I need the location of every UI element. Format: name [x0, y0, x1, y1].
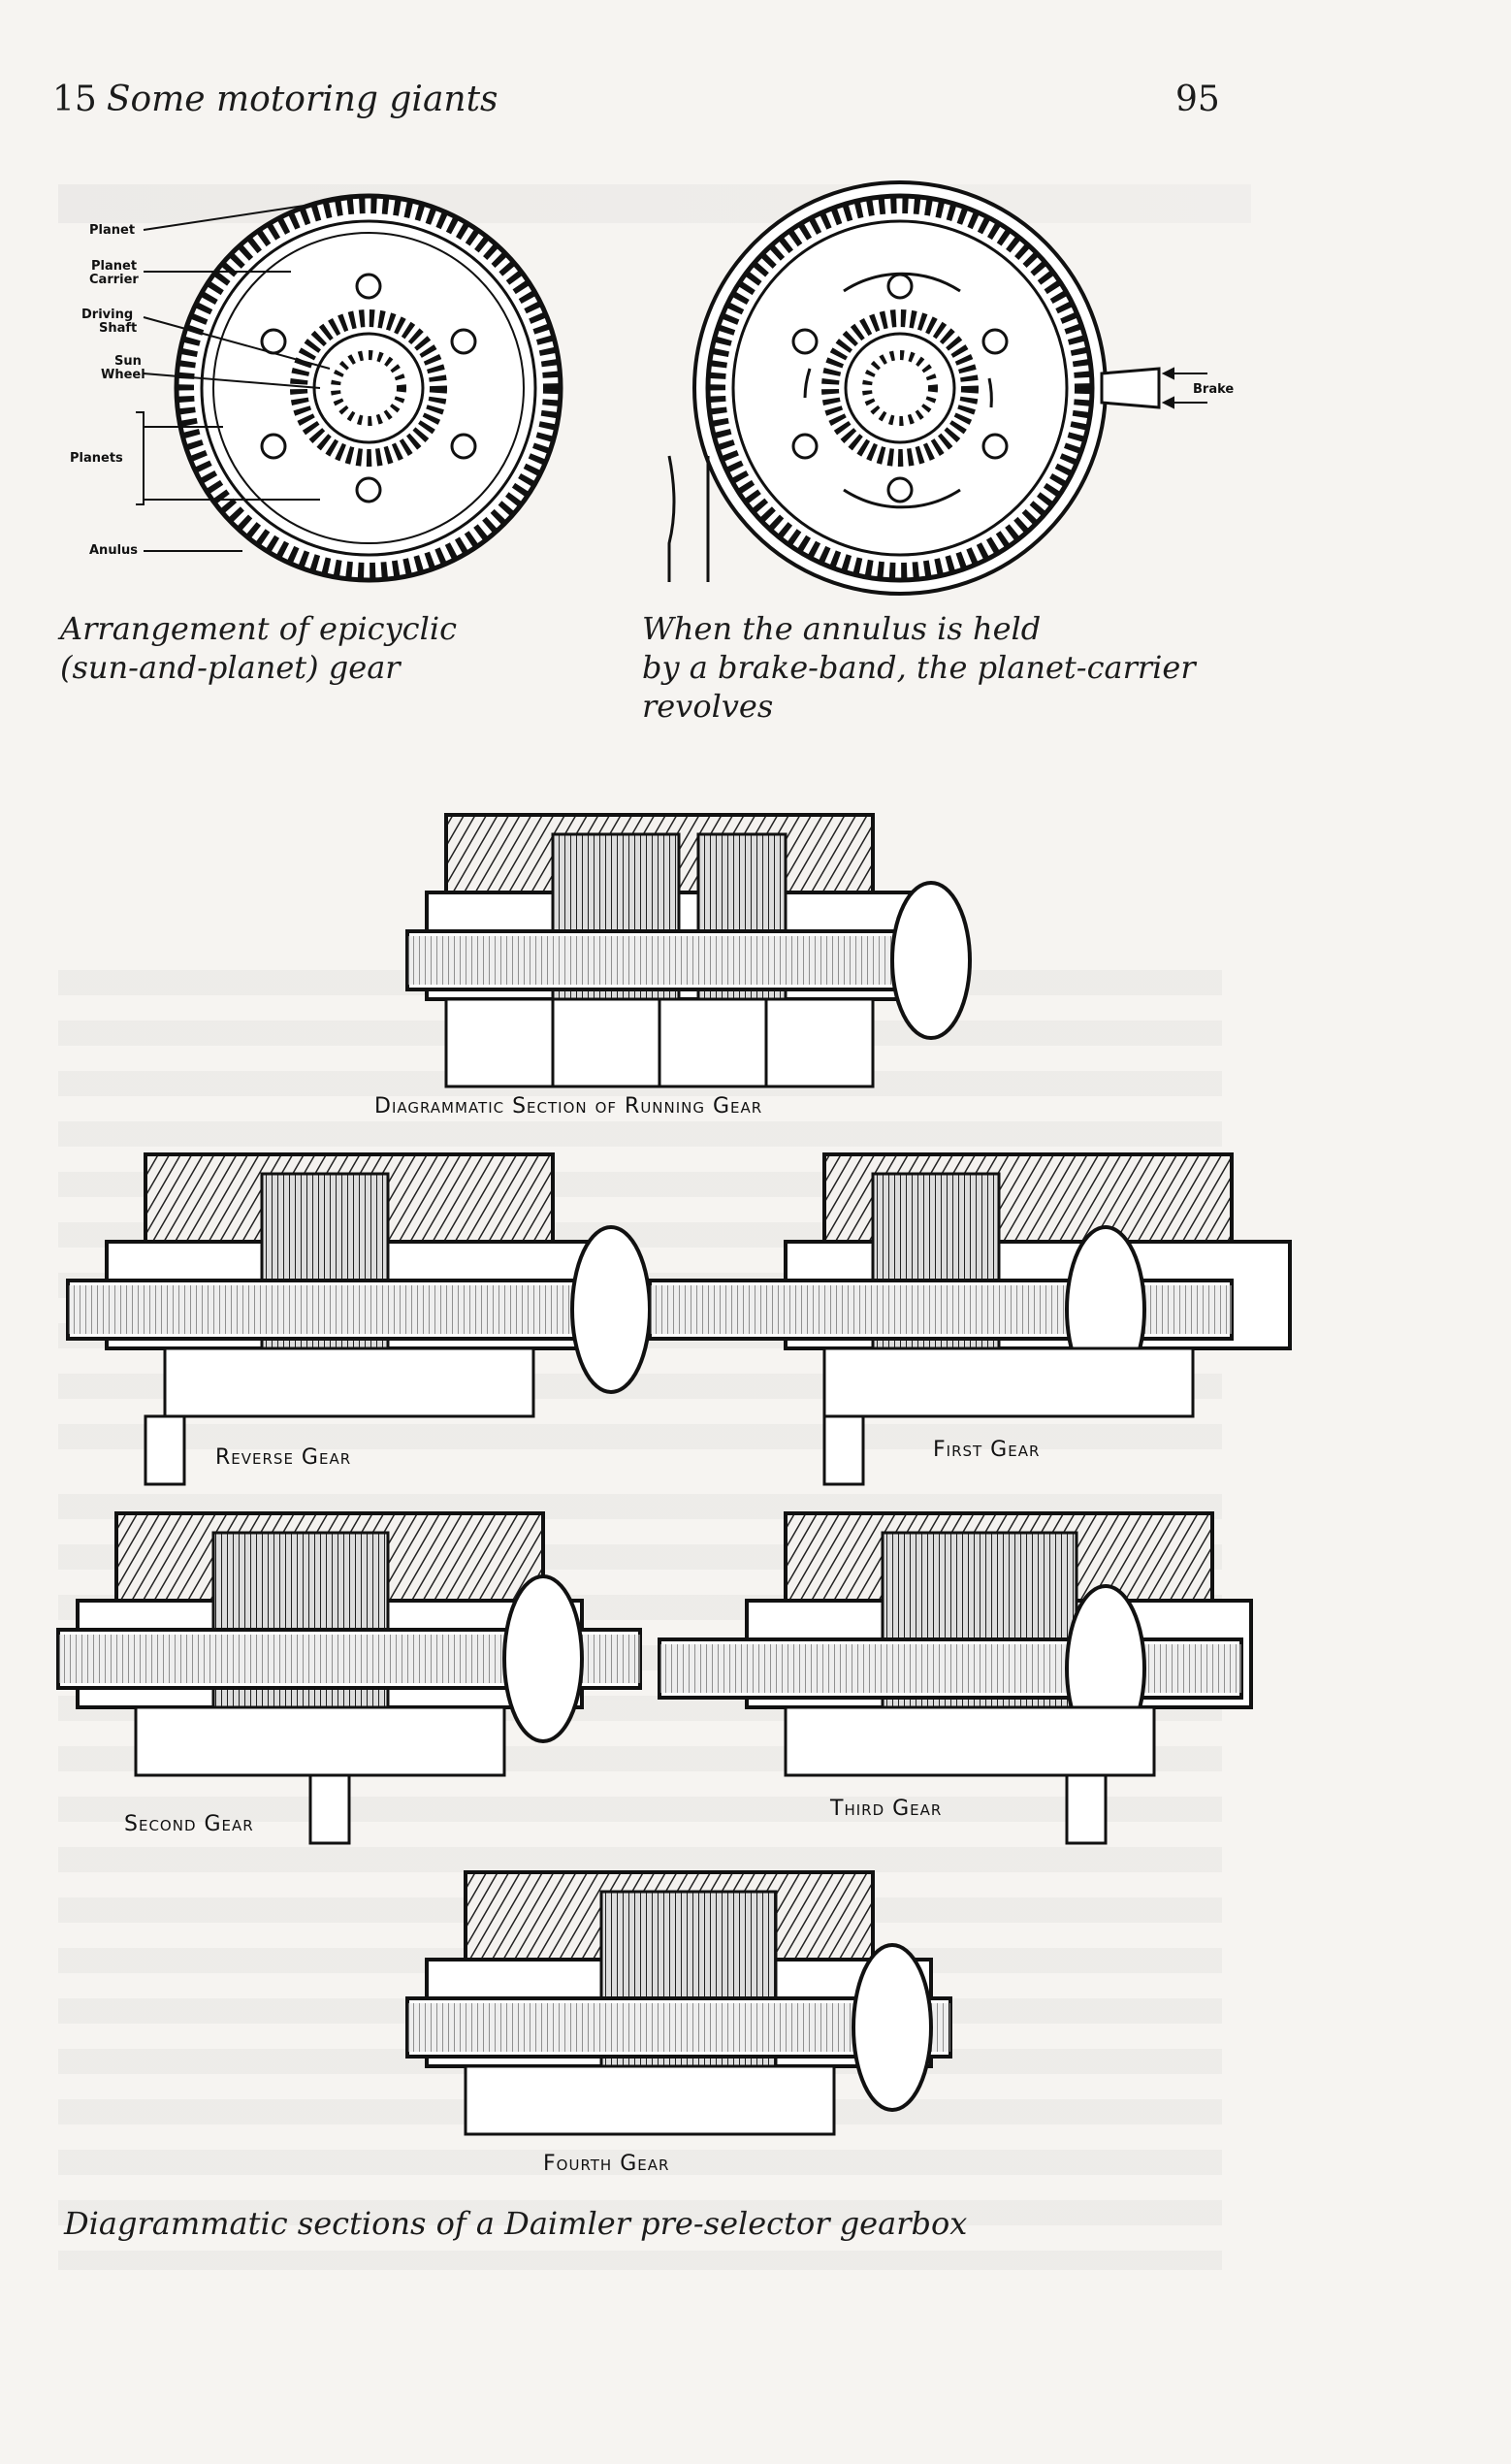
- gearbox-section-running: [405, 813, 972, 1088]
- label-annulus: Anulus: [89, 543, 138, 558]
- caption-line: Arrangement of epicyclic: [60, 610, 457, 647]
- caption-line: (sun-and-planet) gear: [60, 649, 401, 686]
- label-driving-shaft-1: Driving: [81, 308, 133, 322]
- caption-gearbox: Diagrammatic sections of a Daimler pre-s…: [64, 2205, 968, 2242]
- chapter-number: 15: [52, 80, 97, 119]
- gearbox-section-first: [648, 1152, 1292, 1486]
- label-driving-shaft-2: Shaft: [99, 321, 137, 336]
- label-planet-carrier-1: Planet: [91, 259, 137, 274]
- caption-line: When the annulus is held: [642, 610, 1042, 647]
- gearbox-section-fourth: [405, 1870, 952, 2136]
- epicyclic-gear-left: Planet Planet Carrier Driving Shaft Sun …: [70, 193, 563, 583]
- gearbox-section-reverse: [66, 1152, 652, 1486]
- gearbox-section-second: [56, 1511, 642, 1845]
- caption-line: by a brake-band, the planet-carrier: [642, 649, 1196, 686]
- label-reverse-gear: Reverse Gear: [215, 1445, 352, 1470]
- label-sun-wheel-1: Sun: [114, 354, 142, 369]
- caption-epicyclic-arrangement: Arrangement of epicyclic (sun-and-planet…: [60, 609, 457, 687]
- gearbox-section-third: [658, 1511, 1253, 1845]
- page-number: 95: [1175, 80, 1220, 119]
- label-first-gear: First Gear: [933, 1438, 1041, 1462]
- label-second-gear: Second Gear: [124, 1812, 254, 1836]
- chapter-title: Some motoring giants: [106, 80, 498, 119]
- label-fourth-gear: Fourth Gear: [543, 2152, 670, 2176]
- label-planet: Planet: [89, 223, 135, 238]
- label-planets: Planets: [70, 451, 123, 466]
- label-brake: Brake: [1193, 382, 1234, 397]
- label-planet-carrier-2: Carrier: [89, 273, 139, 287]
- caption-line: revolves: [642, 688, 774, 725]
- label-third-gear: Third Gear: [830, 1797, 943, 1821]
- epicyclic-gear-right: Brake: [667, 180, 1234, 596]
- label-sun-wheel-2: Wheel: [101, 368, 145, 382]
- label-running-gear: Diagrammatic Section of Running Gear: [374, 1094, 763, 1119]
- caption-brake-band: When the annulus is held by a brake-band…: [642, 609, 1196, 726]
